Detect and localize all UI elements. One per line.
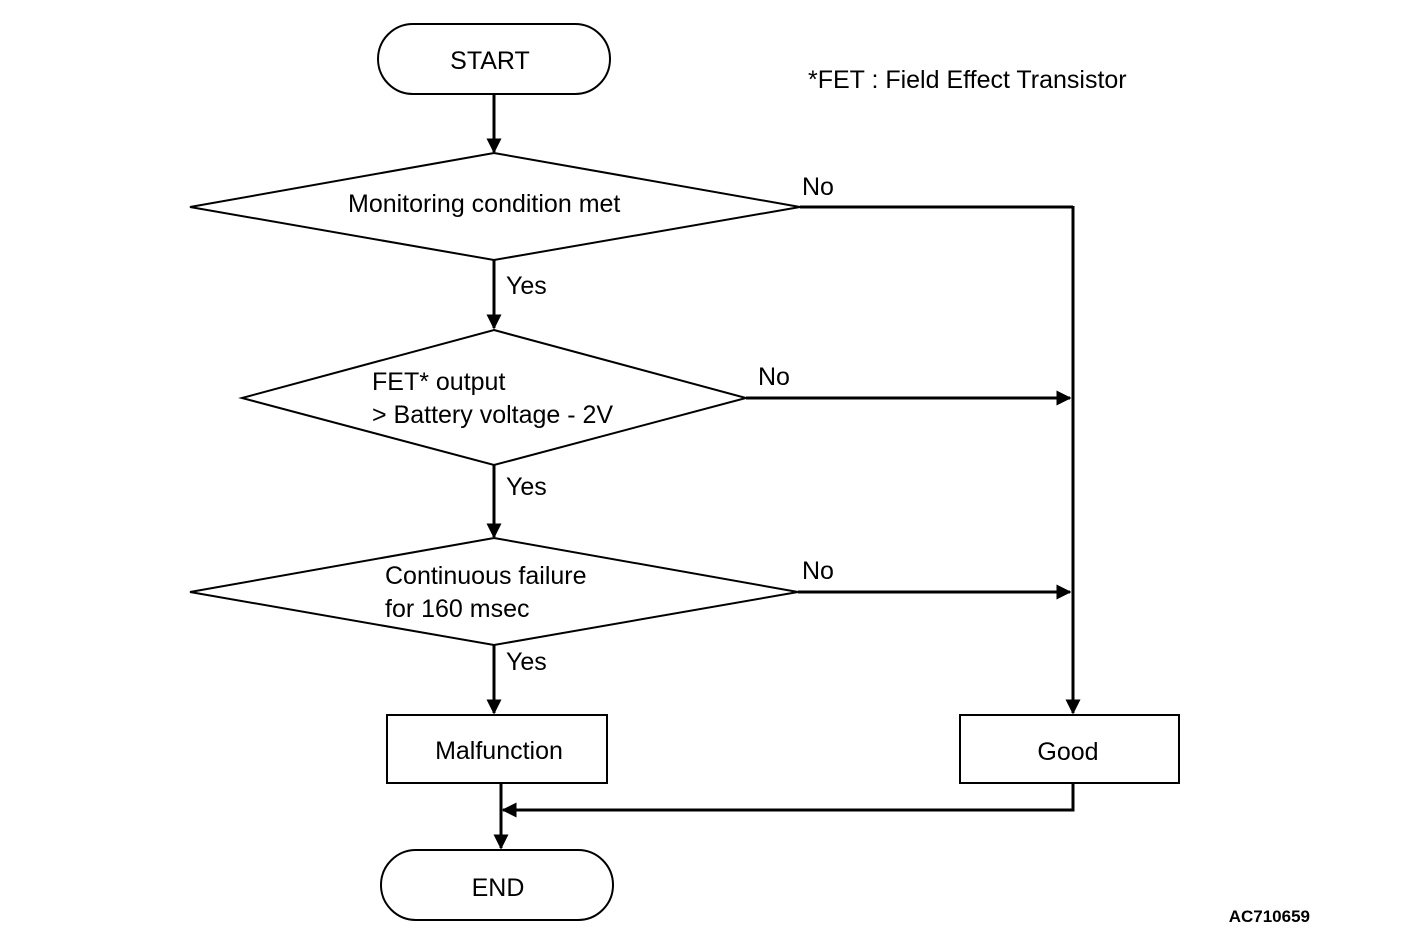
decision-3-yes-label: Yes xyxy=(506,648,547,676)
decision-1-line-1: Monitoring condition met xyxy=(348,190,620,218)
connector-good-to-end xyxy=(501,783,1075,818)
decision-3-no-label: No xyxy=(802,557,834,585)
decision-3-line-2: for 160 msec xyxy=(385,595,530,623)
good-box xyxy=(959,714,1180,784)
start-label: START xyxy=(450,47,530,75)
end-terminal xyxy=(380,849,614,921)
good-label: Good xyxy=(1037,738,1098,766)
malfunction-box xyxy=(386,714,608,784)
decision-1-yes-label: Yes xyxy=(506,272,547,300)
end-label: END xyxy=(472,874,525,902)
decision-2-line-2: > Battery voltage - 2V xyxy=(372,401,613,429)
decision-2-line-1: FET* output xyxy=(372,368,505,396)
malfunction-label: Malfunction xyxy=(435,737,563,765)
decision-2-yes-label: Yes xyxy=(506,473,547,501)
decision-2-no-label: No xyxy=(758,363,790,391)
decision-1-no-label: No xyxy=(802,173,834,201)
decision-3-line-1: Continuous failure xyxy=(385,562,587,590)
figure-code: AC710659 xyxy=(1229,907,1310,926)
decision-fet-output xyxy=(238,328,750,467)
decision-continuous-failure xyxy=(189,536,799,647)
fet-footnote: *FET : Field Effect Transistor xyxy=(808,66,1127,94)
